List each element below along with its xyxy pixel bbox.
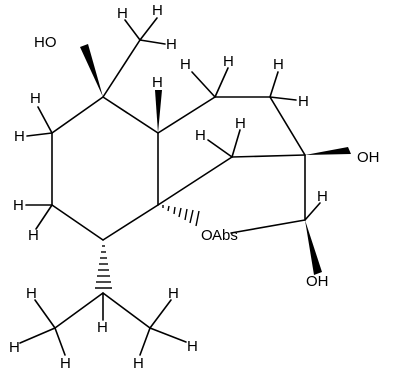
wedge-bond — [80, 44, 103, 97]
bond — [231, 154, 306, 158]
bond — [102, 39, 141, 98]
hydrogen-label: H — [273, 56, 284, 73]
hydrogen-label: H — [223, 53, 234, 70]
hydrogen-label: H — [180, 56, 191, 73]
hydrogen-label: H — [9, 339, 20, 356]
bond — [269, 96, 297, 101]
hydrogen-label: H — [168, 285, 179, 302]
hydrogen-label: H — [152, 2, 163, 19]
bond — [269, 96, 306, 156]
hash-line — [167, 205, 170, 212]
bond-lines — [19, 17, 321, 356]
hydrogen-label: H — [26, 285, 37, 302]
hydrogen-label: H — [133, 355, 144, 371]
bond — [19, 327, 56, 344]
wedge-bonds — [80, 44, 351, 275]
bond — [139, 17, 158, 41]
ring-oxygen-label: O — [201, 227, 213, 244]
bond — [207, 139, 233, 158]
hash-line — [195, 210, 200, 227]
hydrogen-label: H — [317, 188, 328, 205]
bond — [26, 132, 53, 137]
hydrogen-label: H — [298, 93, 309, 110]
hydrogen-label: H — [30, 90, 41, 107]
wedge-bond — [155, 90, 162, 133]
bond — [214, 67, 229, 98]
bond — [54, 292, 104, 329]
hydrogen-label: H — [97, 319, 108, 336]
atom-labels: HO OH OH O Abs — [34, 34, 380, 290]
bond — [35, 204, 53, 230]
bond — [51, 204, 104, 241]
hydrogen-label: H — [152, 74, 163, 91]
bond — [139, 39, 166, 45]
bond — [231, 129, 241, 158]
wedge-bond — [305, 220, 322, 275]
wedge-bond — [305, 147, 351, 155]
bond — [102, 96, 159, 134]
hydrogen-label: H — [28, 227, 39, 244]
hydroxyl-top-label: HO — [34, 34, 57, 51]
bond — [149, 299, 172, 329]
bond — [230, 219, 306, 234]
hydrogen-label: H — [195, 127, 206, 144]
bond — [304, 202, 321, 221]
hydrogen-label: H — [235, 115, 246, 132]
hydroxyl-right-label: OH — [357, 149, 380, 166]
hydrogen-label: H — [60, 355, 71, 371]
bond — [102, 292, 151, 329]
hydroxyl-bottom-label: OH — [306, 273, 329, 290]
bond — [157, 156, 233, 206]
bond — [54, 327, 66, 356]
hydrogen-labels: H H H H H H H H H H H H H H H H H H H H … — [9, 2, 328, 371]
hash-line — [173, 206, 176, 215]
bond — [139, 327, 151, 356]
hydrogen-bonds — [19, 17, 321, 356]
bond — [37, 106, 53, 134]
bond — [51, 96, 104, 134]
bond — [124, 19, 141, 41]
hydrogen-label: H — [14, 128, 25, 145]
hashed-bonds — [95, 205, 200, 289]
hydrogen-label: H — [117, 5, 128, 22]
hash-line — [178, 207, 182, 218]
hydrogen-label: H — [13, 197, 24, 214]
hydrogen-label: H — [166, 36, 177, 53]
bond — [157, 96, 216, 134]
abs-stereo-label: Abs — [212, 227, 238, 244]
bond — [269, 71, 279, 98]
bond — [34, 299, 56, 329]
bond — [149, 327, 187, 343]
hydrogen-label: H — [187, 338, 198, 355]
bond — [102, 204, 159, 241]
bond — [191, 71, 216, 98]
hash-line — [189, 209, 194, 224]
hash-line — [184, 208, 188, 221]
